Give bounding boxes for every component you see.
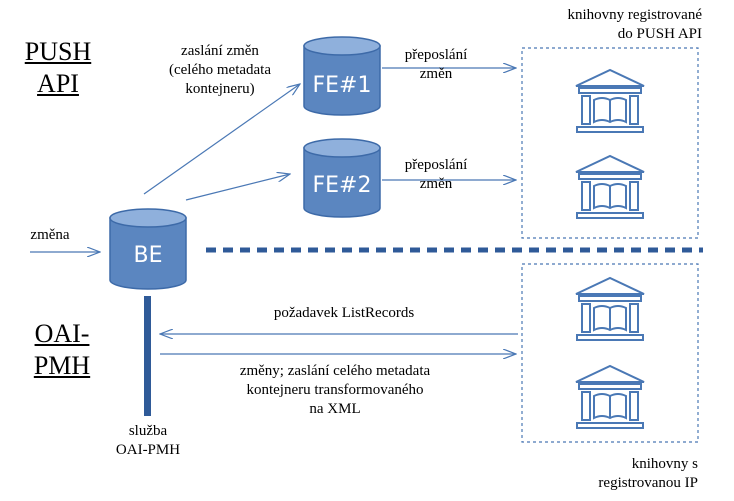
push-libraries-box xyxy=(521,47,699,239)
arrow-be-fe1 xyxy=(143,84,300,195)
pozadavek-label: požadavek ListRecords xyxy=(273,305,415,321)
preposlani-2-line-1: přeposlání xyxy=(404,157,468,173)
be-label: BE xyxy=(134,243,163,268)
zmeny-line-3: na XML xyxy=(309,401,361,417)
zmeny-line-2: kontejneru transformovaného xyxy=(246,382,424,398)
oai-title-line-1: OAI- xyxy=(34,319,90,348)
ip-libraries-line-2: registrovanou IP xyxy=(598,475,698,491)
zmeny-line-1: změny; zaslání celého metadata xyxy=(239,363,431,379)
ip-libraries-line-1: knihovny s xyxy=(631,456,698,472)
push-libraries-title: knihovny registrované do PUSH API xyxy=(522,6,702,44)
preposlani-2-line-2: změn xyxy=(419,176,453,192)
sluzba-line-2: OAI-PMH xyxy=(115,442,181,458)
zaslani-label: zaslání změn (celého metadata kontejneru… xyxy=(150,42,290,99)
zaslani-line-2: (celého metadata xyxy=(168,62,272,78)
fe1-label: FE#1 xyxy=(313,73,372,98)
library-icon xyxy=(575,277,645,341)
preposlani-1-line-1: přeposlání xyxy=(404,47,468,63)
zaslani-line-1: zaslání změn xyxy=(181,43,259,59)
library-icon xyxy=(575,365,645,429)
ip-libraries-box xyxy=(521,263,699,443)
push-api-title: PUSH API xyxy=(18,36,98,100)
fe2-label: FE#2 xyxy=(313,173,372,198)
oai-title-line-2: PMH xyxy=(33,351,91,380)
fe2-database: FE#2 xyxy=(303,138,381,218)
push-libraries-line-2: do PUSH API xyxy=(617,26,702,42)
zmeny-label: změny; zaslání celého metadata kontejner… xyxy=(200,362,470,419)
oai-pmh-title: OAI- PMH xyxy=(22,318,102,382)
preposlani-1-label: přeposlání změn xyxy=(386,46,486,84)
oai-service-bar xyxy=(144,296,151,416)
library-icon xyxy=(575,69,645,133)
be-database: BE xyxy=(109,208,187,290)
push-title-line-1: PUSH xyxy=(24,37,92,66)
push-title-line-2: API xyxy=(37,69,79,98)
ip-libraries-title: knihovny s registrovanou IP xyxy=(540,455,698,493)
zaslani-line-3: kontejneru) xyxy=(185,81,255,97)
zmena-label: změna xyxy=(30,227,70,243)
fe1-database: FE#1 xyxy=(303,36,381,116)
push-libraries-line-1: knihovny registrované xyxy=(567,7,702,23)
arrow-be-fe2 xyxy=(185,174,290,201)
preposlani-1-line-2: změn xyxy=(419,66,453,82)
sluzba-line-1: služba xyxy=(128,423,168,439)
preposlani-2-label: přeposlání změn xyxy=(386,156,486,194)
library-icon xyxy=(575,155,645,219)
sluzba-label: služba OAI-PMH xyxy=(98,422,198,460)
